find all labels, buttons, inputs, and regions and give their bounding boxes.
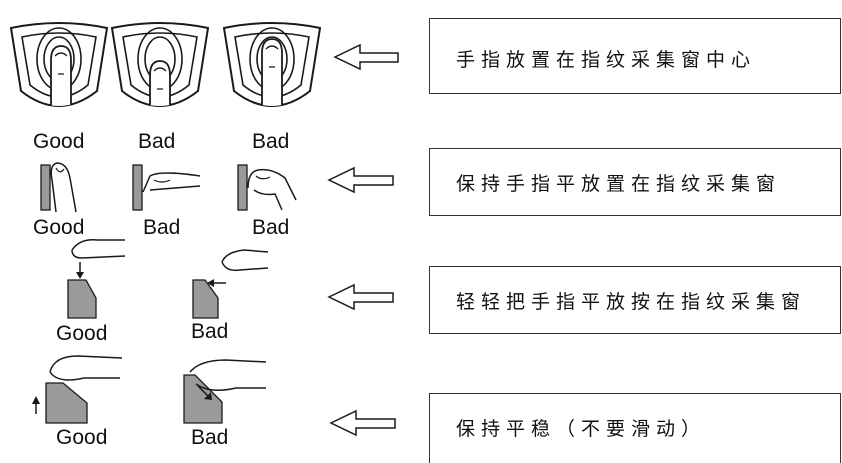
label-good: Good: [56, 322, 108, 345]
arrow-left-icon: [327, 166, 394, 194]
instruction-box: 轻轻把手指平放按在指纹采集窗: [429, 266, 841, 334]
instruction-box: 保持平稳（不要滑动）: [429, 393, 841, 463]
label-good: Good: [56, 426, 108, 449]
instruction-text: 保持手指平放置在指纹采集窗: [456, 173, 782, 195]
instruction-text: 轻轻把手指平放按在指纹采集窗: [456, 291, 807, 313]
press-bad: [192, 249, 269, 319]
arrow-left-icon: [333, 43, 399, 71]
press-good: [67, 238, 126, 319]
fingerprint-guide-diagram: [10, 22, 399, 437]
steady-good: [32, 355, 123, 424]
arrow-left-icon: [327, 283, 394, 311]
instruction-text: 保持平稳（不要滑动）: [456, 418, 707, 440]
scanner-bad-high: [223, 22, 321, 107]
label-bad: Bad: [191, 320, 229, 343]
instruction-box: 手指放置在指纹采集窗中心: [429, 18, 841, 94]
arrow-left-icon: [329, 409, 396, 437]
label-good: Good: [33, 216, 85, 239]
label-good: Good: [33, 130, 85, 153]
label-bad: Bad: [191, 426, 229, 449]
side-view-bad-bent: [237, 164, 297, 211]
side-view-good: [40, 162, 77, 213]
side-view-bad-tip: [132, 164, 201, 211]
label-bad: Bad: [138, 130, 176, 153]
instruction-text: 手指放置在指纹采集窗中心: [456, 49, 757, 71]
label-bad: Bad: [252, 130, 290, 153]
label-bad: Bad: [143, 216, 181, 239]
steady-bad: [183, 359, 267, 424]
instruction-box: 保持手指平放置在指纹采集窗: [429, 148, 841, 216]
label-bad: Bad: [252, 216, 290, 239]
